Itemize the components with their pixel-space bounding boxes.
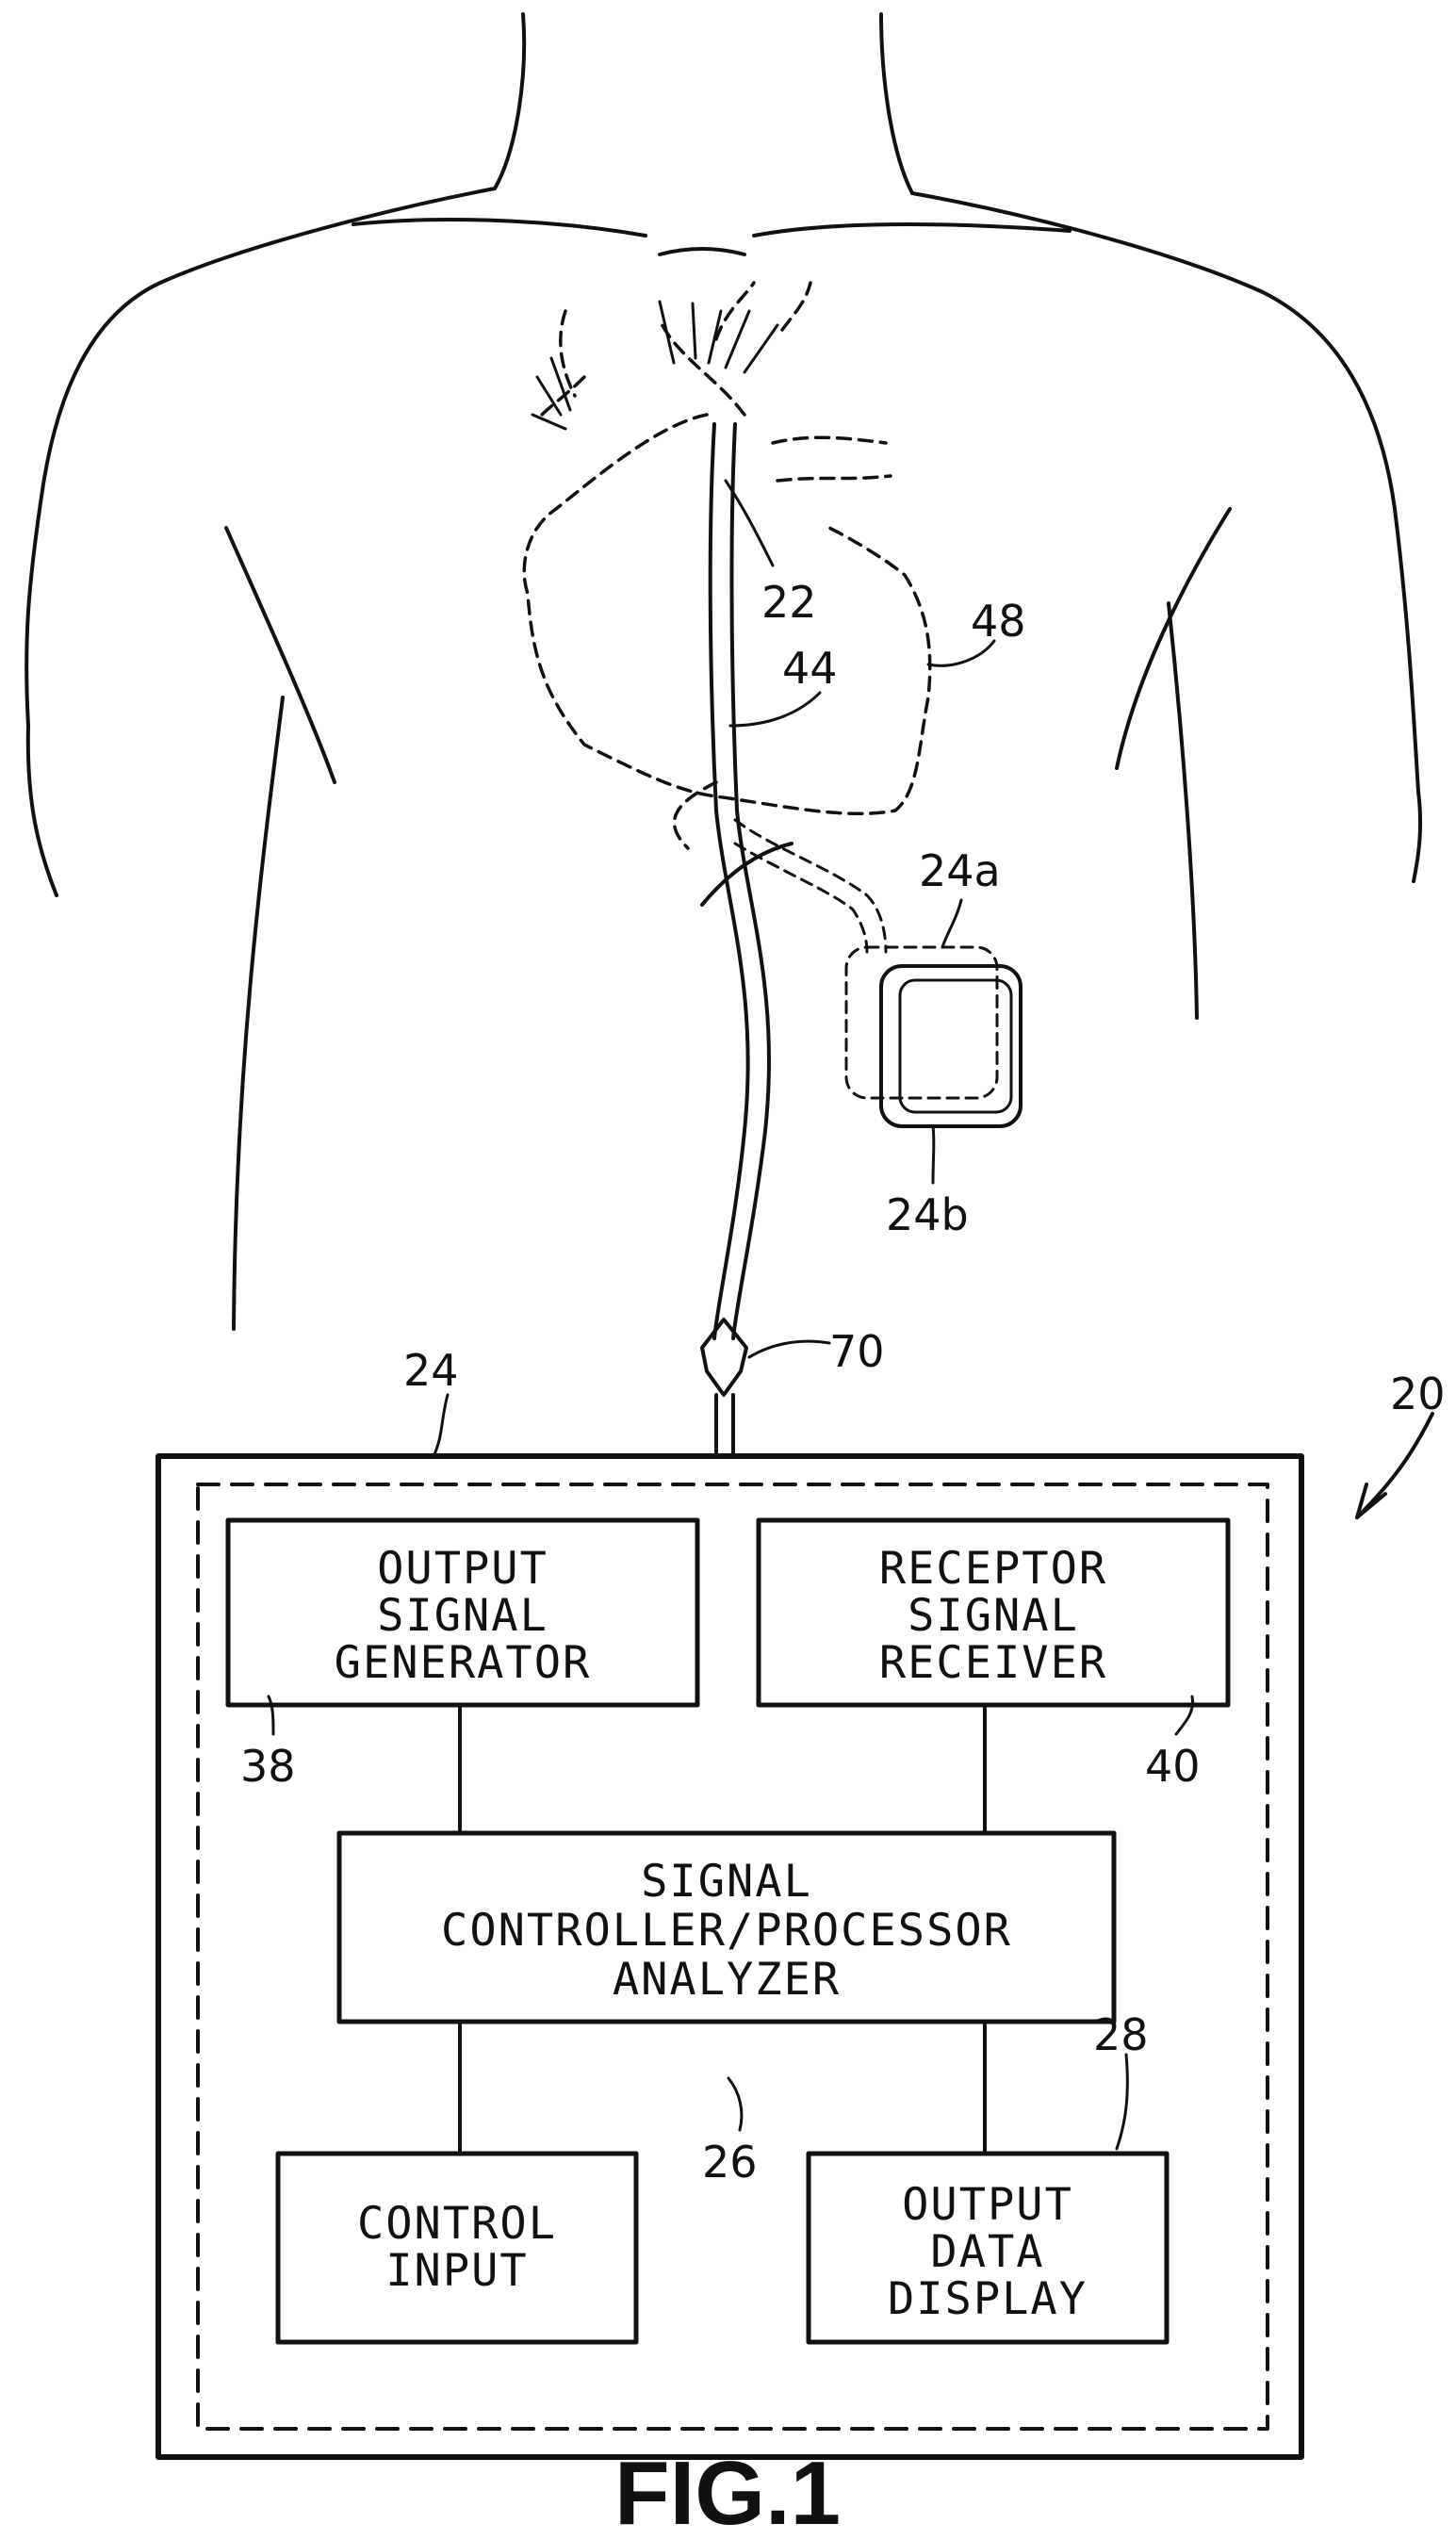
shoulder-left	[26, 188, 495, 726]
output-data-display-label: OUTPUT DATA DISPLAY	[888, 2179, 1088, 2325]
arm-left-lower	[28, 726, 57, 895]
receptor-signal-receiver-label: RECEPTOR SIGNAL RECEIVER	[879, 1543, 1107, 1689]
figure-caption: FIG.1	[614, 2443, 841, 2540]
implant-24b-inner	[900, 980, 1011, 1112]
arm-right-lower	[1414, 792, 1420, 881]
svg-text:RECEPTOR: RECEPTOR	[879, 1543, 1107, 1595]
vessel-branch-4	[782, 283, 810, 330]
vessel-branch-3	[561, 311, 575, 396]
svg-text:GENERATOR: GENERATOR	[335, 1637, 592, 1689]
leader-24b	[933, 1126, 934, 1183]
leader-44	[730, 693, 820, 726]
svg-text:INPUT: INPUT	[385, 2245, 528, 2297]
heart-outline	[524, 415, 929, 813]
vena-cava-lower	[675, 782, 716, 848]
svg-text:CONTROL: CONTROL	[357, 2198, 557, 2250]
control-input-label: CONTROL INPUT	[357, 2198, 557, 2297]
ref-24a: 24a	[919, 845, 1001, 896]
aortic-arch	[660, 320, 744, 415]
heart-vessel-1	[773, 437, 886, 443]
arm-inner-left	[226, 528, 335, 782]
signal-controller-label: SIGNAL CONTROLLER/PROCESSOR ANALYZER	[441, 1856, 1012, 2006]
svg-text:SIGNAL: SIGNAL	[377, 1590, 548, 1642]
ref-20: 20	[1390, 1368, 1446, 1419]
leader-28	[1117, 2055, 1127, 2149]
catheter-lead	[702, 424, 792, 1338]
svg-text:DATA: DATA	[930, 2226, 1044, 2278]
heart-vessel-2	[777, 476, 891, 481]
ref-40: 40	[1145, 1741, 1201, 1792]
connector-70	[702, 1319, 746, 1395]
connector-cable	[716, 1395, 733, 1456]
shoulder-right	[912, 193, 1418, 792]
svg-text:ANALYZER: ANALYZER	[613, 1954, 841, 2006]
svg-text:CONTROLLER/PROCESSOR: CONTROLLER/PROCESSOR	[441, 1905, 1012, 1957]
svg-text:SIGNAL: SIGNAL	[641, 1856, 812, 1908]
ref-24: 24	[403, 1345, 459, 1396]
ref-48: 48	[971, 596, 1026, 647]
arrow-20	[1357, 1414, 1432, 1517]
ref-26: 26	[702, 2137, 758, 2188]
implant-24a-dashed	[846, 947, 997, 1098]
clavicle-left	[353, 220, 646, 236]
ref-24b: 24b	[886, 1189, 969, 1240]
svg-text:RECEIVER: RECEIVER	[879, 1637, 1107, 1689]
leader-24	[434, 1395, 448, 1456]
svg-text:SIGNAL: SIGNAL	[908, 1590, 1079, 1642]
ref-38: 38	[240, 1741, 296, 1792]
waist-left	[234, 697, 283, 1329]
svg-text:DISPLAY: DISPLAY	[888, 2273, 1088, 2325]
sternum-notch	[660, 249, 744, 254]
waist-right	[1169, 603, 1197, 1018]
leader-40	[1176, 1696, 1193, 1734]
leader-26	[728, 2078, 742, 2130]
leader-38	[269, 1696, 273, 1734]
clavicle-right	[754, 224, 1070, 236]
torso-outline	[26, 14, 1420, 1329]
leader-24a	[942, 900, 961, 947]
ref-22: 22	[761, 577, 817, 628]
output-signal-generator-label: OUTPUT SIGNAL GENERATOR	[335, 1543, 592, 1689]
neck-right	[881, 14, 912, 193]
svg-text:OUTPUT: OUTPUT	[902, 2179, 1073, 2231]
ref-44: 44	[782, 643, 838, 694]
neck-left	[495, 14, 524, 188]
ref-70: 70	[829, 1326, 885, 1377]
leader-70	[749, 1341, 829, 1357]
svg-text:OUTPUT: OUTPUT	[377, 1543, 548, 1595]
ref-28: 28	[1093, 2009, 1149, 2060]
